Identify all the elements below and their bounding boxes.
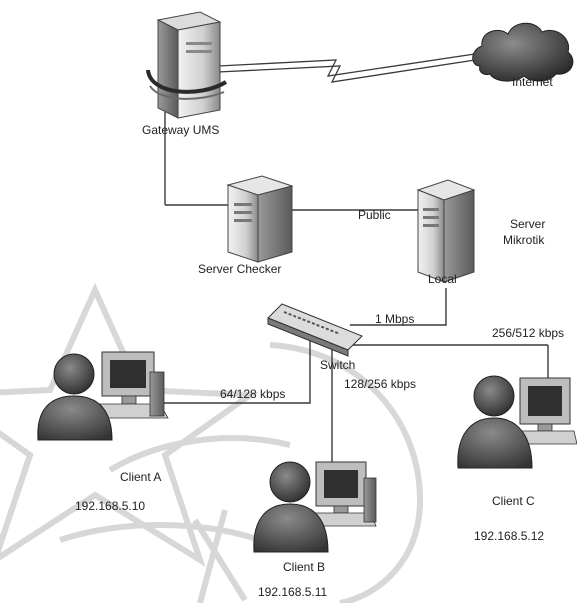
watermark-emblem xyxy=(0,282,424,603)
gateway-label: Gateway UMS xyxy=(142,123,220,137)
local-link-label: Local xyxy=(428,272,457,286)
client-a-ip: 192.168.5.10 xyxy=(75,499,146,513)
client-c-bandwidth-label: 256/512 kbps xyxy=(492,326,565,340)
client-b-workstation-icon xyxy=(253,461,377,553)
client-a-label: Client A xyxy=(120,470,162,484)
gateway-server-icon xyxy=(146,11,228,119)
uplink-bandwidth-label: 1 Mbps xyxy=(375,312,415,326)
wan-link xyxy=(217,51,489,83)
switch-label: Switch xyxy=(320,358,356,372)
checker-server-icon xyxy=(226,175,294,263)
cloud-icon xyxy=(472,22,574,82)
server-checker-label: Server Checker xyxy=(198,262,282,276)
client-c-ip: 192.168.5.12 xyxy=(474,529,545,543)
mikrotik-server-icon xyxy=(416,179,476,283)
public-link-label: Public xyxy=(358,208,391,222)
client-b-ip: 192.168.5.11 xyxy=(258,585,328,599)
link-switch-client-a xyxy=(162,340,311,404)
client-a-bandwidth-label: 64/128 kbps xyxy=(220,387,286,401)
mikrotik-label-line2: Mikrotik xyxy=(503,233,545,247)
client-b-label: Client B xyxy=(283,560,326,574)
client-b-bandwidth-label: 128/256 kbps xyxy=(344,377,417,391)
client-c-label: Client C xyxy=(492,494,535,508)
client-c-workstation-icon xyxy=(457,375,577,469)
mikrotik-label-line1: Server xyxy=(510,217,546,231)
link-mikrotik-switch xyxy=(350,288,447,326)
internet-label: Internet xyxy=(512,75,553,89)
network-switch-icon xyxy=(267,303,363,357)
client-a-workstation-icon xyxy=(37,351,169,441)
